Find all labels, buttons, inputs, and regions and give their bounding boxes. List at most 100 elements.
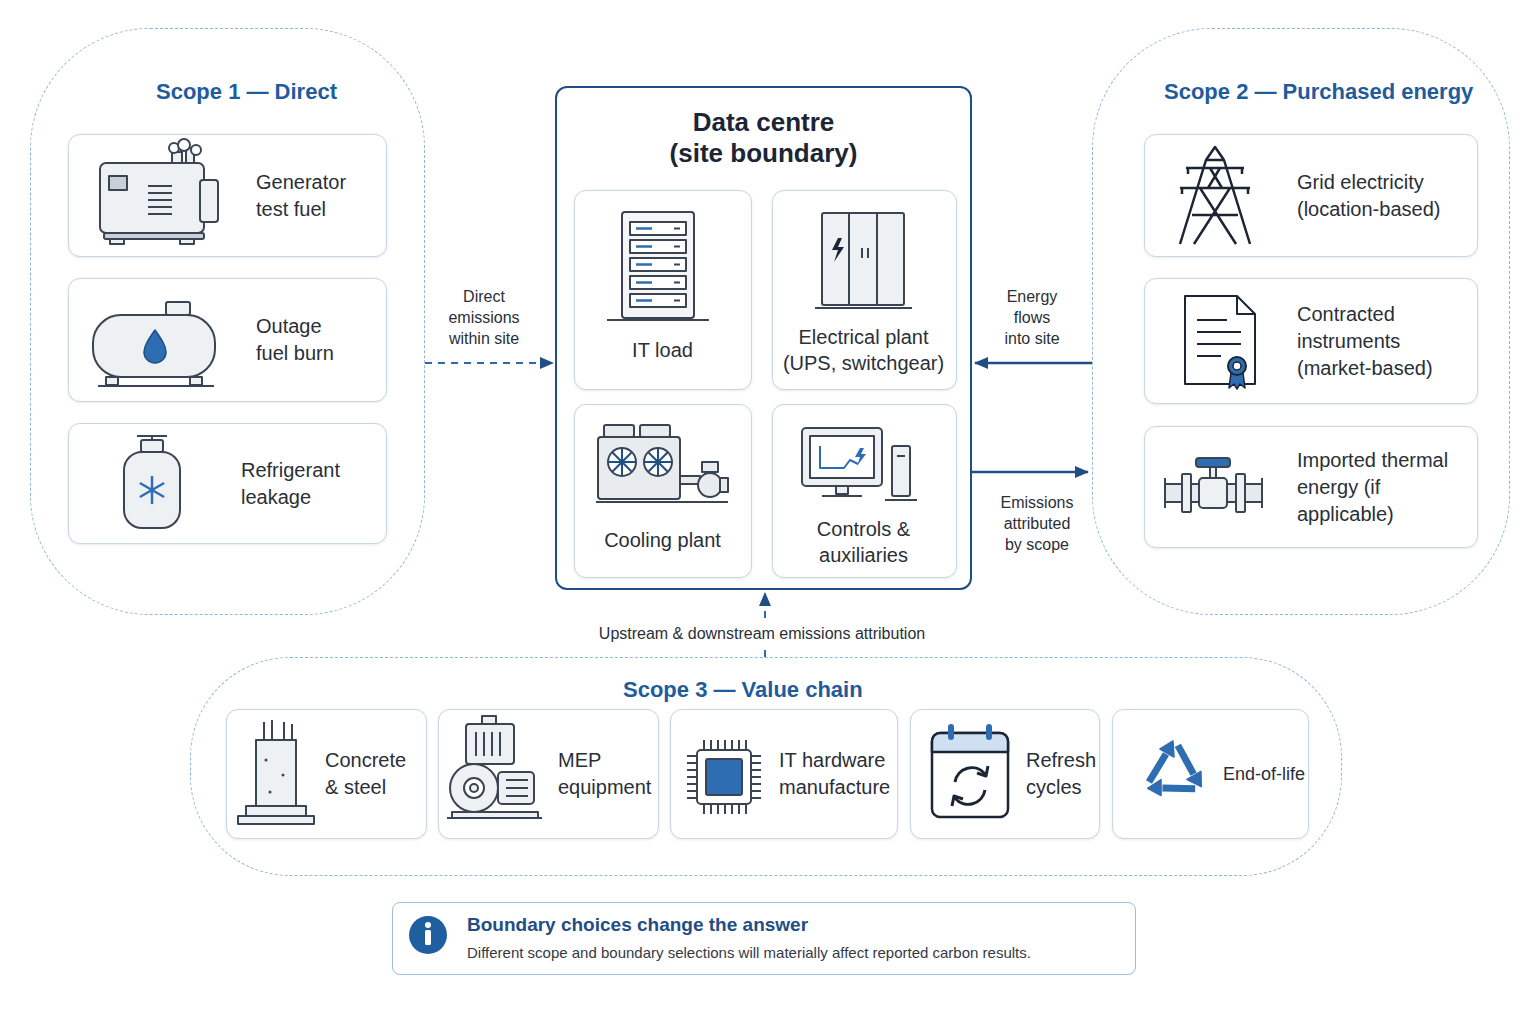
note-heading: Boundary choices change the answer <box>467 913 1117 937</box>
recycle-icon-part-part <box>1162 774 1195 803</box>
source-card: Outage fuel burn <box>68 278 387 402</box>
source-card: Refrigerant leakage <box>68 423 387 544</box>
calendar-refresh-icon-part <box>952 796 963 806</box>
component-label: IT load <box>575 337 750 363</box>
flow-label: Upstream & downstream emissions attribut… <box>593 623 931 644</box>
server-rack-icon-part <box>607 319 709 321</box>
fuel-tank-icon-part <box>98 385 214 387</box>
card-label: End-of-life <box>1223 761 1309 788</box>
server-rack-icon-part <box>630 240 686 253</box>
cooling-plant-icon-part <box>644 448 672 476</box>
source-card: Grid electricity (location-based) <box>1144 134 1478 257</box>
pump-icon-part <box>452 812 538 818</box>
generator-icon-part <box>100 163 204 233</box>
component-label: Controls & auxiliaries <box>776 516 951 568</box>
controls-monitor-icon-part <box>820 446 858 468</box>
server-rack-icon-part <box>630 294 686 307</box>
info-icon-part <box>409 916 447 954</box>
scope-region: Scope 2 — Purchased energyGrid electrici… <box>1092 28 1510 615</box>
valve-pipe-icon-part <box>1236 474 1245 512</box>
controls-monitor-icon-part <box>802 428 882 486</box>
generator-icon-part <box>109 176 127 190</box>
component-label: Electrical plant (UPS, switchgear) <box>776 324 951 376</box>
cooling-plant-icon-part <box>680 476 700 484</box>
electrical-cabinet-icon-part <box>832 238 844 262</box>
server-rack-icon-part <box>630 276 686 289</box>
fuel-tank-icon-part <box>93 315 215 377</box>
generator-icon-part <box>172 152 182 164</box>
generator-icon <box>100 139 218 244</box>
info-icon-part <box>425 922 431 928</box>
card-label: Generator test fuel <box>256 169 376 223</box>
concrete-column-icon-part <box>246 806 306 816</box>
calendar-refresh-icon-part <box>955 768 985 782</box>
electrical-cabinet-icon <box>815 213 912 308</box>
boundary-title: Data centre (site boundary) <box>666 107 861 169</box>
valve-pipe-icon-part <box>1210 466 1216 478</box>
generator-icon-part <box>110 239 124 244</box>
region-title: Scope 2 — Purchased energy <box>1164 79 1473 105</box>
recycle-icon-part <box>1147 767 1195 809</box>
source-card: MEP equipment <box>438 709 659 839</box>
controls-monitor-icon-part <box>810 436 874 478</box>
refrigerant-cylinder-icon-part <box>137 436 167 440</box>
flow-label: Energy flows into site <box>1002 286 1062 349</box>
concrete-column-icon-part <box>282 774 285 777</box>
generator-icon-part <box>191 145 201 155</box>
calendar-refresh-icon-part <box>932 733 1008 817</box>
chip-icon-part <box>706 759 742 795</box>
component-label: Cooling plant <box>575 527 750 553</box>
concrete-column-icon-part <box>264 720 292 742</box>
refrigerant-cylinder-icon-part <box>124 452 180 528</box>
info-icon <box>409 916 447 954</box>
source-card: IT hardware manufacture <box>670 709 898 839</box>
scope-region: Scope 1 — DirectGenerator test fuelOutag… <box>30 28 425 615</box>
certificate-icon-part <box>1228 357 1246 375</box>
chip-icon-part <box>697 750 751 804</box>
pump-icon-part <box>466 724 514 764</box>
component-card: Controls & auxiliaries <box>772 404 957 578</box>
chip-icon-part <box>687 740 761 814</box>
cooling-plant-icon <box>596 425 728 502</box>
certificate-icon-part <box>1237 296 1255 314</box>
region-title: Scope 1 — Direct <box>156 79 337 105</box>
server-rack-icon-part <box>630 258 686 271</box>
card-label: Grid electricity (location-based) <box>1297 169 1467 223</box>
pump-icon-part <box>476 732 500 756</box>
calendar-refresh-icon <box>932 724 1008 817</box>
recycle-icon-part-part <box>1160 741 1174 757</box>
pump-icon-part <box>498 772 534 804</box>
fuel-tank-icon <box>93 302 215 386</box>
recycle-icon-part-part <box>1187 767 1208 787</box>
scope-region: Scope 3 — Value chainConcrete & steelMEP… <box>190 657 1342 876</box>
generator-icon-part <box>180 239 194 244</box>
valve-pipe-icon-part <box>1165 478 1262 508</box>
card-label: Contracted instruments (market-based) <box>1297 301 1467 382</box>
recycle-icon-part <box>1149 741 1174 782</box>
fuel-tank-icon-part <box>166 302 190 315</box>
component-card: Electrical plant (UPS, switchgear) <box>772 190 957 390</box>
recycle-icon-part <box>1165 745 1213 787</box>
source-card: End-of-life <box>1112 709 1309 839</box>
flow-arrow <box>425 362 553 364</box>
flow-arrow <box>764 593 766 657</box>
concrete-column-icon-part <box>269 791 272 794</box>
fuel-tank-icon-part <box>106 377 118 385</box>
cooling-plant-icon-part <box>608 448 636 476</box>
component-card: IT load <box>574 190 752 390</box>
concrete-column-icon-part <box>256 740 296 808</box>
card-label: Outage fuel burn <box>256 313 356 367</box>
recycle-icon-part-part <box>1149 754 1166 782</box>
cooling-plant-icon-part <box>702 462 718 472</box>
cooling-plant-icon-part <box>598 437 680 499</box>
pump-icon-part <box>506 780 528 796</box>
valve-pipe-icon <box>1165 458 1262 512</box>
server-rack-icon-part <box>622 212 694 318</box>
concrete-column-icon-part <box>238 816 314 824</box>
controls-monitor-icon-part <box>855 448 866 466</box>
fuel-tank-icon-part <box>144 330 166 363</box>
source-card: Imported thermal energy (if applicable) <box>1144 426 1478 548</box>
site-boundary: Data centre (site boundary) IT load Electr… <box>555 86 972 590</box>
info-icon-part <box>425 930 431 945</box>
pump-icon-part <box>450 764 498 812</box>
